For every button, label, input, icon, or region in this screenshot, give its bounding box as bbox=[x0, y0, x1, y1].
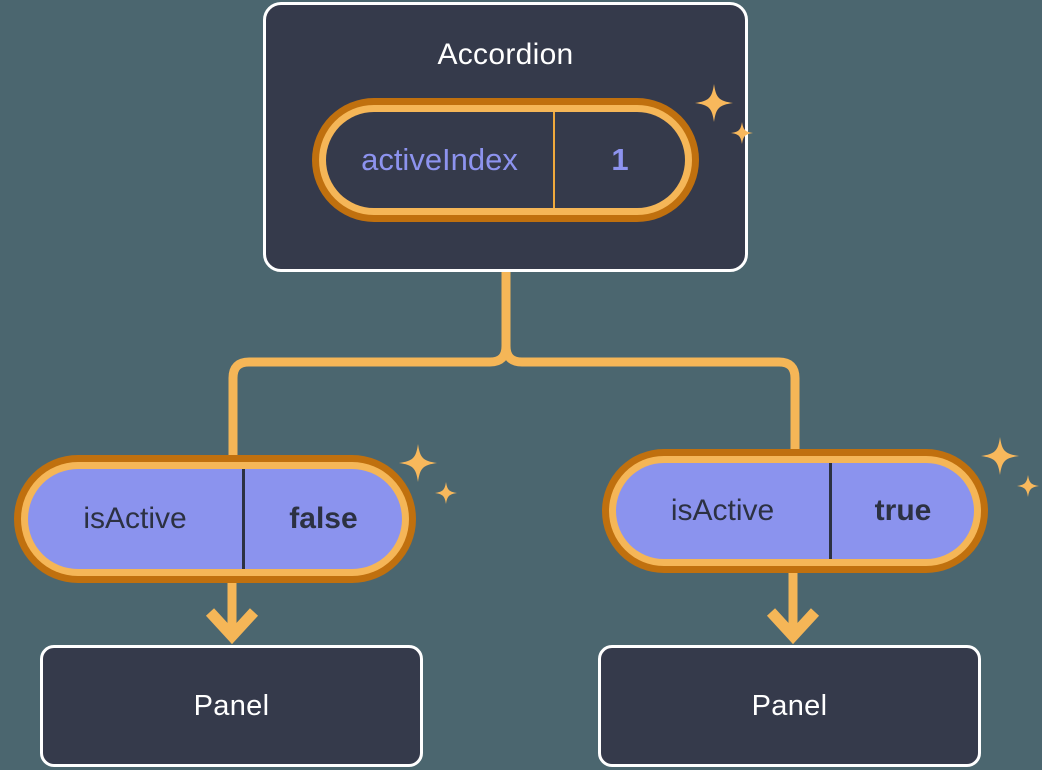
component-title-panel-left: Panel bbox=[193, 689, 270, 722]
state-pill-body: isActive false bbox=[28, 469, 402, 569]
state-pill-isactive-right[interactable]: isActive true bbox=[602, 449, 988, 573]
state-pill-ring-inner: isActive true bbox=[609, 456, 981, 566]
component-title-panel-right: Panel bbox=[751, 689, 828, 722]
state-pill-activeindex[interactable]: activeIndex 1 bbox=[312, 98, 699, 222]
sparkle-four-point-icon bbox=[981, 437, 1019, 475]
state-key-isactive-right: isActive bbox=[670, 494, 775, 527]
connector-root-to-left bbox=[228, 267, 511, 460]
state-pill-body: isActive true bbox=[616, 463, 974, 559]
arrow-down-icon-left bbox=[205, 583, 259, 645]
sparkle-four-point-small-icon bbox=[1017, 475, 1039, 497]
component-card-panel-left[interactable]: Panel bbox=[40, 645, 423, 767]
component-title-accordion: Accordion bbox=[437, 38, 574, 71]
state-key-isactive-left: isActive bbox=[83, 502, 187, 535]
state-pill-divider bbox=[242, 469, 245, 569]
state-pill-divider bbox=[553, 112, 555, 208]
sparkle-decoration-panel-right bbox=[981, 437, 1039, 497]
state-value-activeindex: 1 bbox=[611, 142, 629, 177]
state-pill-isactive-left[interactable]: isActive false bbox=[14, 455, 416, 583]
connector-root-to-right bbox=[501, 267, 800, 454]
state-pill-divider bbox=[829, 463, 832, 559]
state-key-activeindex: activeIndex bbox=[361, 142, 518, 177]
state-pill-ring-inner: activeIndex 1 bbox=[319, 105, 692, 215]
sparkle-four-point-icon bbox=[399, 444, 437, 482]
state-pill-ring-inner: isActive false bbox=[21, 462, 409, 576]
state-value-isactive-left: false bbox=[289, 502, 358, 535]
state-value-isactive-right: true bbox=[874, 494, 932, 527]
sparkle-four-point-small-icon bbox=[435, 482, 457, 504]
component-card-panel-right[interactable]: Panel bbox=[598, 645, 981, 767]
state-pill-body: activeIndex 1 bbox=[326, 112, 685, 208]
arrow-down-icon-right bbox=[766, 573, 820, 645]
